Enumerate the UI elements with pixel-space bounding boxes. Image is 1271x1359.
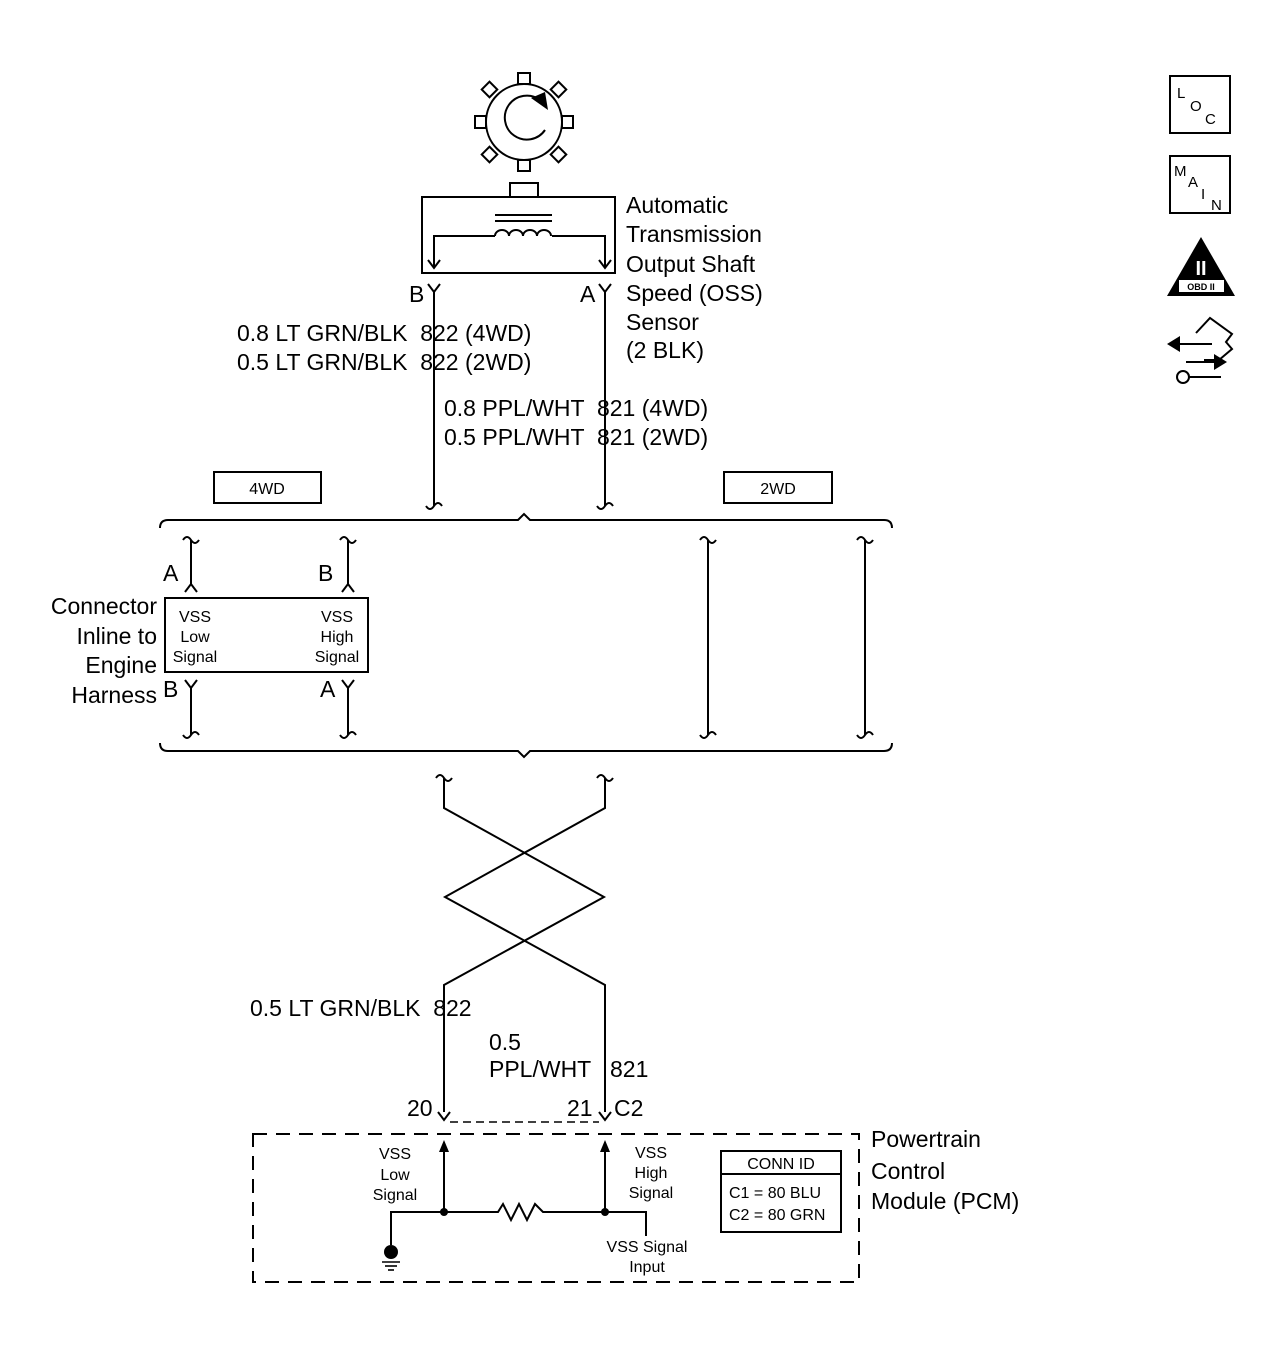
svg-text:II: II [1195,258,1206,280]
svg-text:O: O [1190,98,1202,115]
pcm-low-signal-label: VSS Low Signal [373,1146,417,1204]
svg-text:Signal: Signal [315,649,359,666]
svg-text:L: L [1177,85,1185,102]
svg-text:OBD II: OBD II [1187,282,1215,292]
svg-text:Output Shaft: Output Shaft [626,251,756,277]
sensor-pin-a: A [580,281,596,307]
pcm-high-signal-label: VSS High Signal [629,1145,673,1202]
svg-text:C: C [1205,111,1216,128]
svg-text:Low: Low [180,629,210,646]
sensor-name: Automatic Transmission Output Shaft Spee… [626,192,763,363]
pcm-pin-20: 20 [407,1095,433,1121]
svg-text:High: High [321,629,354,646]
sensor-pin-b-terminal [427,283,441,294]
inline-pin-top-left: A [163,560,179,586]
svg-text:Connector: Connector [51,593,157,619]
wire-822-4wd-label: 0.8 LT GRN/BLK 822 (4WD) [237,320,531,346]
svg-text:C1 = 80 BLU: C1 = 80 BLU [729,1185,821,1202]
svg-text:Signal: Signal [629,1185,673,1202]
wire-821-2wd-label: 0.5 PPL/WHT 821 (2WD) [444,424,708,450]
svg-text:I: I [1201,186,1205,203]
pcm-internal-circuit [390,1140,647,1245]
pcm-pin-21: 21 [567,1095,593,1121]
inline-pin-bottom-left: B [163,676,178,702]
pcm-module-box [252,1133,860,1283]
inline-pin-bottom-right: A [320,676,336,702]
svg-text:A: A [1188,174,1198,191]
inline-connector-label: Connector Inline to Engine Harness [51,593,157,708]
wire-821-pcm-label: PPL/WHT 821 [489,1056,648,1082]
wire-2wd-right [856,536,874,739]
pcm-pin-20-terminal [437,1111,451,1122]
variant-2wd-badge: 2WD [723,471,833,504]
wire-crossover [435,774,614,1112]
wire-821-4wd-label: 0.8 PPL/WHT 821 (4WD) [444,395,708,421]
inline-wire-right [339,536,357,739]
location-icon[interactable]: L O C [1169,75,1231,134]
pcm-pin-21-terminal [598,1111,612,1122]
inline-connector-box [164,597,369,673]
svg-text:Powertrain: Powertrain [871,1126,981,1152]
svg-text:Engine: Engine [85,652,157,678]
svg-text:Low: Low [380,1167,410,1184]
component-connection-icon[interactable] [1167,316,1234,384]
svg-text:Module (PCM): Module (PCM) [871,1188,1019,1214]
wire-2wd-left [699,536,717,739]
svg-text:Signal: Signal [173,649,217,666]
svg-text:Control: Control [871,1158,945,1184]
obd-ii-icon[interactable]: II OBD II [1167,237,1235,296]
oss-sensor [421,182,616,274]
wire-822-pcm-label: 0.5 LT GRN/BLK 822 [250,995,472,1021]
wire-822-2wd-label: 0.5 LT GRN/BLK 822 (2WD) [237,349,531,375]
wire-821-pcm-gauge: 0.5 [489,1029,521,1055]
svg-text:CONN ID: CONN ID [747,1156,815,1173]
svg-text:Inline to: Inline to [76,623,157,649]
svg-text:2WD: 2WD [760,481,796,498]
main-icon[interactable]: M A I N [1169,155,1231,214]
svg-text:Automatic: Automatic [626,192,728,218]
conn-id-table: CONN ID C1 = 80 BLU C2 = 80 GRN [720,1150,842,1233]
svg-text:C2 = 80 GRN: C2 = 80 GRN [729,1207,825,1224]
inline-pin-top-right: B [318,560,333,586]
svg-text:VSS: VSS [635,1145,667,1162]
variant-4wd-badge: 4WD [213,471,322,504]
svg-text:VSS Signal: VSS Signal [607,1239,688,1256]
svg-text:Transmission: Transmission [626,221,762,247]
svg-text:Input: Input [629,1259,665,1276]
svg-text:VSS: VSS [179,609,211,626]
svg-text:VSS: VSS [379,1146,411,1163]
sensor-pin-a-terminal [598,283,612,294]
svg-text:Harness: Harness [71,682,157,708]
inline-low-signal-label: VSS Low Signal [173,609,217,666]
svg-text:Signal: Signal [373,1187,417,1204]
svg-text:M: M [1174,163,1187,180]
reluctor-wheel-icon [474,72,574,172]
pcm-connector-c2: C2 [614,1095,643,1121]
svg-text:(2 BLK): (2 BLK) [626,337,704,363]
inline-high-signal-label: VSS High Signal [315,609,359,666]
svg-text:Speed (OSS): Speed (OSS) [626,280,763,306]
svg-text:VSS: VSS [321,609,353,626]
inline-wire-left [182,536,200,739]
sensor-pin-b: B [409,281,424,307]
option-bracket-top [159,512,893,529]
svg-text:4WD: 4WD [249,481,285,498]
svg-text:High: High [635,1165,668,1182]
option-bracket-bottom [159,742,893,759]
pcm-label: Powertrain Control Module (PCM) [871,1126,1019,1214]
pcm-input-label: VSS Signal Input [607,1239,688,1276]
ground-icon [382,1245,400,1271]
svg-text:Sensor: Sensor [626,309,699,335]
svg-text:N: N [1211,197,1222,214]
